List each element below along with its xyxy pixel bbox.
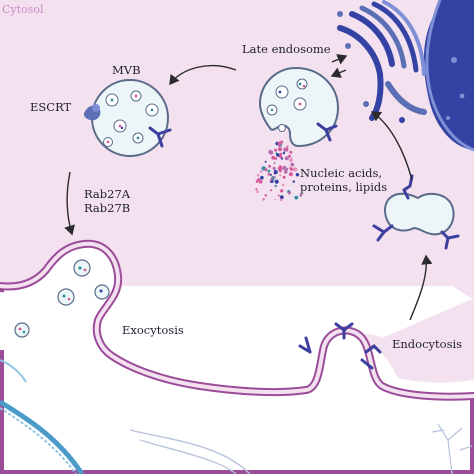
escrt-label: ESCRT — [30, 100, 72, 114]
cargo-particle — [293, 167, 298, 172]
cargo-particle — [292, 180, 295, 183]
cargo-particle — [281, 183, 285, 187]
cargo-particle — [286, 145, 289, 148]
cargo-particle — [269, 189, 272, 192]
cargo-particle — [280, 140, 284, 144]
cargo-particle — [290, 162, 295, 167]
cargo-particle — [264, 168, 268, 172]
cargo-particle — [273, 176, 276, 179]
rab27b-label: Rab27B — [84, 201, 130, 215]
cargo-particle — [258, 179, 263, 184]
arrow-late-endosome-to-mvb — [169, 64, 237, 86]
cargo-particle — [287, 191, 291, 195]
cargo-particle — [299, 193, 303, 197]
cargo-particle — [288, 154, 291, 158]
cytosol-label: Cytosol — [2, 3, 44, 16]
receptor-icon — [148, 126, 172, 148]
cargo-label-line2: proteins, lipids — [300, 180, 387, 194]
cargo-particle — [274, 198, 277, 201]
endocytosis-receptors — [298, 322, 382, 370]
cargo-particle — [280, 189, 284, 193]
cargo-particle — [268, 164, 271, 168]
cargo-particle — [274, 179, 279, 184]
cargo-particle — [284, 156, 289, 161]
released-cargo-cloud — [255, 140, 303, 201]
late-endosome — [258, 66, 340, 148]
cargo-particle — [255, 188, 258, 191]
cargo-particle — [273, 162, 276, 165]
cargo-particle — [294, 195, 299, 200]
cargo-particle — [279, 195, 284, 200]
cargo-particle — [272, 166, 276, 170]
cargo-particle — [255, 179, 259, 183]
cargo-particle — [277, 194, 280, 197]
nucleus-icon — [423, 0, 474, 152]
cargo-particle — [275, 152, 278, 155]
cargo-particle — [279, 155, 283, 159]
mvb-label: MVB — [112, 63, 141, 77]
cargo-particle — [269, 173, 272, 176]
cargo-particle — [267, 172, 271, 176]
cargo-particle — [273, 170, 278, 175]
cargo-particle — [289, 167, 293, 171]
cargo-particle — [268, 150, 273, 154]
cargo-particle — [288, 172, 293, 177]
cargo-particle — [295, 173, 300, 177]
cytosol-fill — [0, 0, 474, 286]
cargo-particle — [274, 148, 278, 152]
cargo-particle — [278, 167, 283, 172]
cargo-particle — [256, 190, 259, 194]
extracellular-matrix-icon — [431, 423, 473, 474]
cargo-particle — [267, 169, 271, 173]
arrow-mvb-to-membrane — [64, 171, 75, 236]
cargo-particle — [279, 198, 283, 201]
cargo-particle — [264, 160, 267, 163]
cargo-particle — [283, 170, 288, 174]
released-exosomes — [14, 259, 110, 338]
receptor-icon — [316, 122, 338, 142]
cargo-particle — [259, 170, 263, 173]
escrt-icon — [83, 104, 101, 121]
cargo-particle — [274, 157, 278, 160]
exocytosis-label: Exocytosis — [122, 323, 184, 337]
mvb-compartment — [91, 79, 172, 157]
cytoskeleton-icon — [0, 359, 251, 474]
cargo-particle — [282, 165, 287, 170]
cargo-particle — [282, 151, 286, 155]
cargo-particle — [289, 158, 293, 162]
cargo-particle — [258, 178, 261, 181]
cargo-particle — [271, 155, 275, 160]
cargo-particle — [262, 197, 266, 201]
cargo-particle — [264, 194, 267, 197]
cargo-particle — [277, 141, 280, 144]
cargo-particle — [279, 174, 282, 177]
arrow-early-endosome-to-late-endosome — [370, 111, 413, 181]
rab27a-label: Rab27A — [84, 187, 131, 201]
cargo-particle — [290, 157, 293, 159]
late-endosome-label: Late endosome — [242, 42, 331, 56]
golgi-endosome-traffic-arrows — [330, 54, 348, 78]
endocytosis-label: Endocytosis — [392, 337, 462, 351]
cargo-particle — [283, 148, 287, 152]
cargo-label-line1: Nucleic acids, — [300, 166, 382, 180]
cargo-particle — [282, 175, 286, 179]
plasma-membrane-inner — [0, 241, 474, 399]
cargo-particle — [256, 174, 260, 177]
pathway-arrows — [64, 64, 433, 321]
cargo-particle — [276, 153, 280, 157]
golgi-icon — [337, 0, 427, 123]
cargo-particle — [260, 175, 264, 180]
cargo-particle — [269, 178, 273, 182]
cargo-particle — [279, 152, 283, 156]
cargo-particle — [280, 157, 284, 160]
cargo-particle — [277, 147, 283, 152]
arrow-endocytosis-to-early-endosome — [409, 254, 433, 321]
cargo-particle — [274, 184, 277, 188]
cargo-particle — [289, 150, 293, 154]
